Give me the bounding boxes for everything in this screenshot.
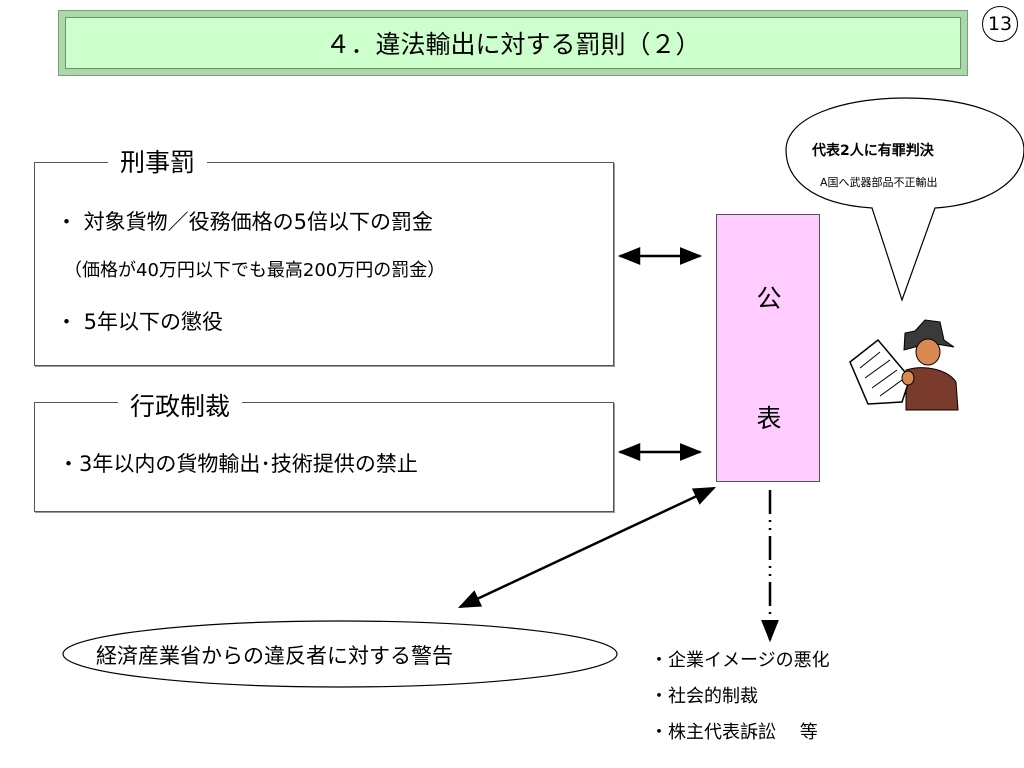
- publication-box: 公 表: [716, 214, 820, 482]
- man-reading-newspaper-icon: [849, 319, 959, 411]
- speech-bubble-shape: [785, 97, 1024, 302]
- title-banner: ４．違法輸出に対する罰則（２）: [58, 10, 968, 76]
- page-number: 13: [987, 13, 1013, 35]
- warning-text: 経済産業省からの違反者に対する警告: [96, 644, 453, 668]
- publication-char-1: 公: [756, 284, 782, 313]
- page-number-badge: 13: [982, 6, 1018, 42]
- administrative-sanction-line: ・3年以内の貨物輸出･技術提供の禁止: [58, 452, 418, 476]
- consequence-item-image: ・企業イメージの悪化: [650, 650, 830, 671]
- publication-char-2: 表: [756, 404, 782, 433]
- consequence-item-lawsuit: ・株主代表訴訟 等: [650, 722, 818, 743]
- criminal-penalty-line-fine: ・ 対象貨物／役務価格の5倍以下の罰金: [56, 210, 434, 234]
- speech-bubble-headline: 代表2人に有罪判決: [812, 143, 934, 159]
- criminal-penalty-box: [34, 162, 614, 366]
- administrative-sanction-heading: 行政制裁: [118, 392, 243, 422]
- consequence-item-social: ・社会的制裁: [650, 686, 758, 707]
- criminal-penalty-line-minimum: （価格が40万円以下でも最高200万円の罰金）: [64, 260, 446, 281]
- criminal-penalty-heading: 刑事罰: [108, 148, 208, 178]
- warning-to-publication-arrow: [457, 486, 717, 609]
- warning-ellipse-shape: [62, 620, 618, 688]
- page-title: ４．違法輸出に対する罰則（２）: [325, 30, 701, 59]
- criminal-penalty-line-imprisonment: ・ 5年以下の懲役: [56, 310, 224, 334]
- speech-bubble-subline: A国へ武器部品不正輸出: [820, 176, 938, 189]
